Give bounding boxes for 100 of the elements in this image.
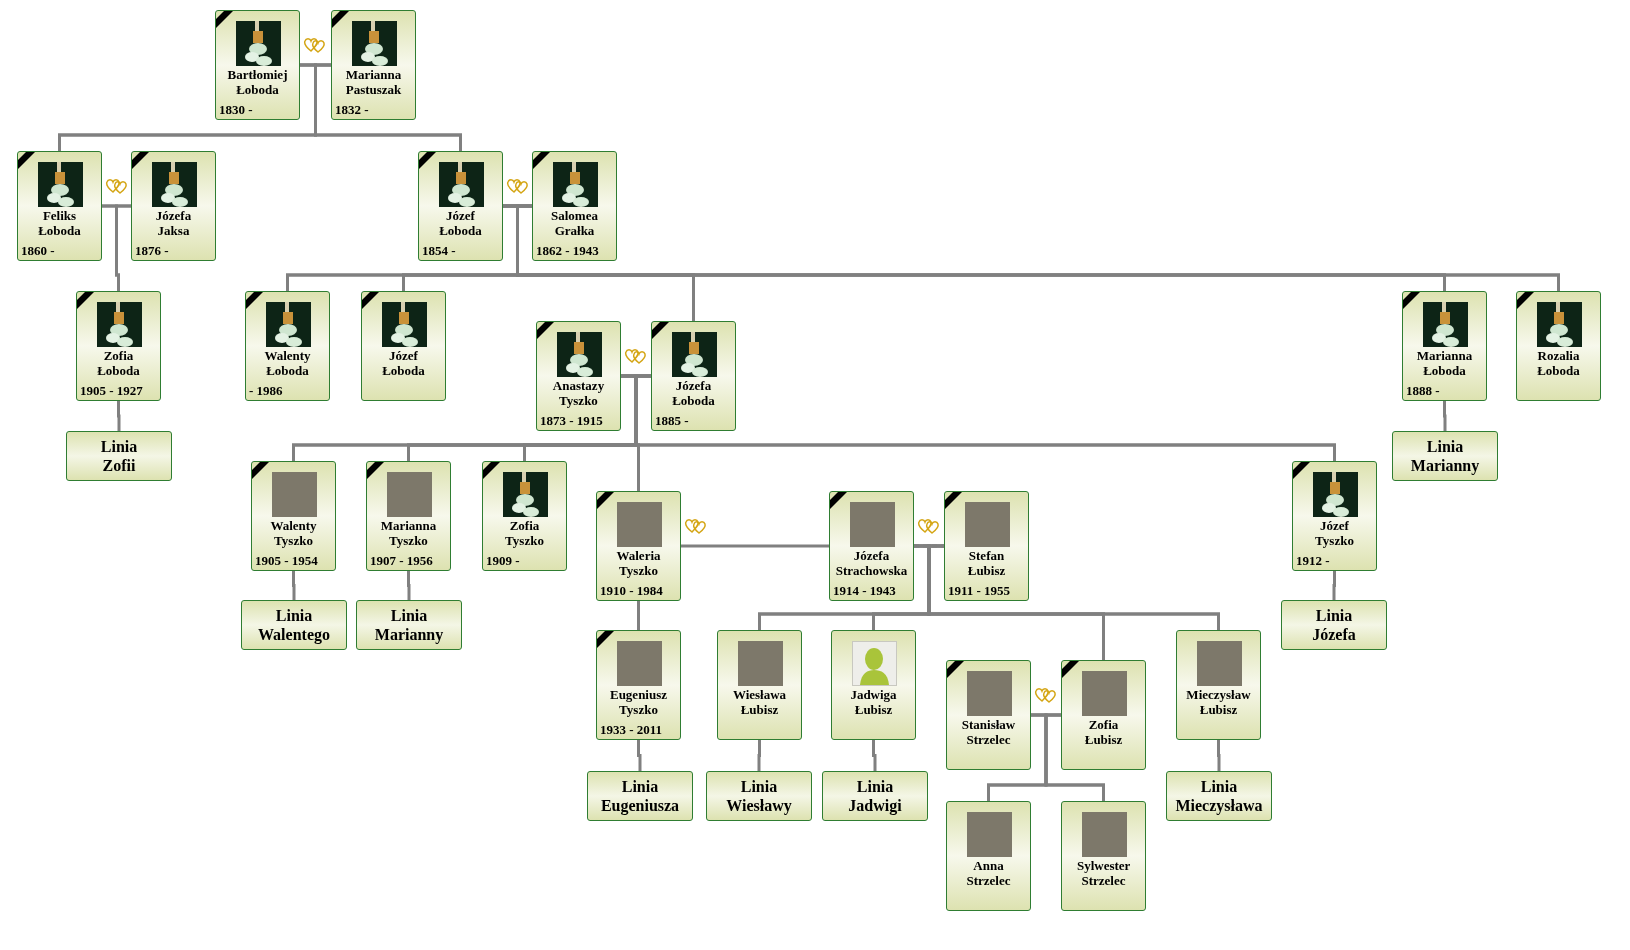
person-card xyxy=(651,321,736,431)
person-card xyxy=(946,801,1031,911)
connector-line xyxy=(1044,713,1105,801)
life-dates: 1832 - xyxy=(335,102,369,117)
life-dates: 1905 - 1954 xyxy=(255,553,318,568)
connector-line xyxy=(1217,740,1221,771)
person-card xyxy=(536,321,621,431)
connector-line xyxy=(681,544,829,548)
life-dates: 1854 - xyxy=(422,243,456,258)
person-card xyxy=(131,151,216,261)
lineage-label: Linia Mieczysława xyxy=(1175,777,1263,815)
connector-line xyxy=(407,571,411,600)
person-name: Eugeniusz Tyszko xyxy=(609,687,668,717)
connector-line xyxy=(1332,571,1336,600)
person-name: Józef Łoboda xyxy=(382,348,425,378)
person-card xyxy=(829,491,914,601)
person-name: Józefa Łoboda xyxy=(672,378,715,408)
person-card xyxy=(596,630,681,740)
person-name: Jadwiga Łubisz xyxy=(850,687,897,717)
life-dates: 1933 - 2011 xyxy=(600,722,663,737)
lineage-card xyxy=(822,771,928,821)
person-card xyxy=(245,291,330,401)
person-name: Salomea Grałka xyxy=(551,208,598,238)
lineage-card xyxy=(1392,431,1498,481)
person-name: Józefa Strachowska xyxy=(835,548,908,578)
connector-line xyxy=(637,740,642,771)
life-dates: 1860 - xyxy=(21,243,55,258)
person-card xyxy=(717,630,802,740)
life-dates: - 1986 xyxy=(249,383,283,398)
connector-line xyxy=(757,740,761,771)
lineage-label: Linia Wiesławy xyxy=(726,777,792,815)
person-name: Marianna Pastuszak xyxy=(345,67,402,97)
life-dates: 1912 - xyxy=(1296,553,1330,568)
person-card xyxy=(361,291,446,401)
person-card xyxy=(1061,801,1146,911)
person-name: Marianna Łoboda xyxy=(1416,348,1473,378)
life-dates: 1905 - 1927 xyxy=(80,383,143,398)
person-name: Józef Łoboda xyxy=(439,208,482,238)
lineage-card xyxy=(706,771,812,821)
person-name: Anna Strzelec xyxy=(966,858,1011,888)
person-name: Józefa Jaksa xyxy=(155,208,192,238)
person-card xyxy=(331,10,416,120)
person-name: Zofia Łubisz xyxy=(1084,717,1123,747)
person-card xyxy=(596,491,681,601)
person-card xyxy=(251,461,336,571)
lineage-label: Linia Walentego xyxy=(258,606,330,644)
life-dates: 1873 - 1915 xyxy=(540,413,603,428)
lineage-label: Linia Zofii xyxy=(100,437,138,475)
connector-line xyxy=(637,601,640,630)
lineage-card xyxy=(587,771,693,821)
life-dates: 1911 - 1955 xyxy=(948,583,1011,598)
life-dates: 1910 - 1984 xyxy=(600,583,663,598)
person-name: Walenty Łoboda xyxy=(264,348,311,378)
person-name: Bartłomiej Łoboda xyxy=(227,67,288,97)
life-dates: 1888 - xyxy=(1406,383,1440,398)
person-card xyxy=(1402,291,1487,401)
person-name: Zofia Tyszko xyxy=(505,518,544,548)
connector-line xyxy=(115,204,131,291)
person-name: Feliks Łoboda xyxy=(38,208,81,238)
connector-line xyxy=(117,401,121,431)
person-card xyxy=(532,151,617,261)
life-dates: 1862 - 1943 xyxy=(536,243,599,258)
lineage-label: Linia Marianny xyxy=(374,606,444,644)
person-name: Mieczysław Łubisz xyxy=(1186,687,1251,717)
lineage-label: Linia Eugeniusza xyxy=(600,777,680,815)
person-name: Rozalia Łoboda xyxy=(1537,348,1580,378)
life-dates: 1907 - 1956 xyxy=(370,553,433,568)
person-card xyxy=(946,660,1031,770)
lineage-card xyxy=(356,600,462,650)
lineage-card xyxy=(1166,771,1272,821)
person-card xyxy=(1061,660,1146,770)
person-name: Walenty Tyszko xyxy=(270,518,317,548)
person-name: Anastazy Tyszko xyxy=(552,378,605,408)
person-card xyxy=(17,151,102,261)
person-name: Józef Tyszko xyxy=(1315,518,1354,548)
person-card xyxy=(366,461,451,571)
person-name: Marianna Tyszko xyxy=(380,518,437,548)
life-dates: 1909 - xyxy=(486,553,520,568)
lineage-label: Linia Marianny xyxy=(1410,437,1480,475)
life-dates: 1885 - xyxy=(655,413,689,428)
connector-line xyxy=(1443,401,1447,431)
person-card xyxy=(1516,291,1601,401)
lineage-label: Linia Józefa xyxy=(1312,606,1356,644)
person-card xyxy=(418,151,503,261)
person-name: Stefan Łubisz xyxy=(967,548,1006,578)
person-card xyxy=(482,461,567,571)
person-name: Stanisław Strzelec xyxy=(961,717,1016,747)
life-dates: 1830 - xyxy=(219,102,253,117)
person-card xyxy=(1176,630,1261,740)
person-card xyxy=(76,291,161,401)
person-name: Waleria Tyszko xyxy=(616,548,661,578)
person-card xyxy=(944,491,1029,601)
lineage-card xyxy=(66,431,172,481)
connector-line xyxy=(292,571,296,600)
lineage-label: Linia Jadwigi xyxy=(848,777,902,815)
person-card xyxy=(831,630,916,740)
life-dates: 1876 - xyxy=(135,243,169,258)
person-card xyxy=(215,10,300,120)
person-name: Zofia Łoboda xyxy=(97,348,140,378)
person-name: Wiesława Łubisz xyxy=(732,687,787,717)
